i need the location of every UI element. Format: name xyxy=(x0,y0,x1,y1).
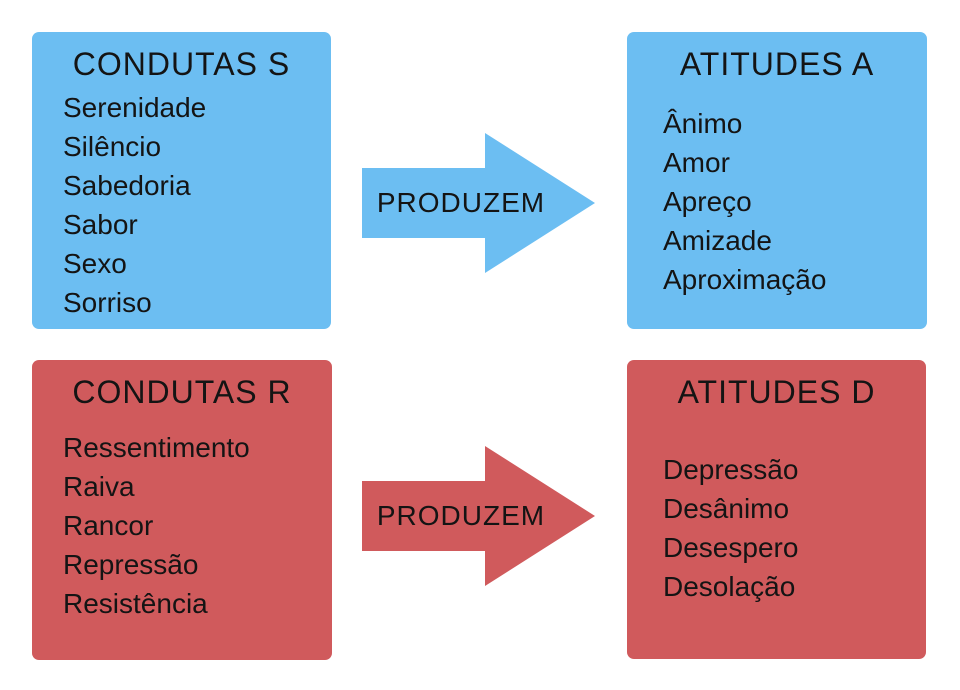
list-item: Sorriso xyxy=(63,287,152,318)
list-item: Desespero xyxy=(663,532,799,563)
arrow-produzem-top: PRODUZEM xyxy=(362,133,595,273)
list-item: Depressão xyxy=(663,454,799,485)
list-item: Rancor xyxy=(63,510,154,541)
list-item: Serenidade xyxy=(63,92,207,123)
arrow-produzem-bottom: PRODUZEM xyxy=(362,446,595,586)
box-atitudes-a-list: Ânimo Amor Apreço Amizade Aproximação xyxy=(627,104,927,299)
list-item: Raiva xyxy=(63,471,135,502)
list-item: Desolação xyxy=(663,571,796,602)
box-condutas-r: CONDUTAS R Ressentimento Raiva Rancor Re… xyxy=(32,360,332,660)
box-condutas-s: CONDUTAS S Serenidade Silêncio Sabedoria… xyxy=(32,32,331,329)
list-item: Silêncio xyxy=(63,131,162,162)
box-atitudes-a: ATITUDES A Ânimo Amor Apreço Amizade Apr… xyxy=(627,32,927,329)
box-atitudes-d-list: Depressão Desânimo Desespero Desolação xyxy=(627,450,926,606)
list-item: Amizade xyxy=(663,225,772,256)
list-item: Resistência xyxy=(63,588,208,619)
list-item: Apreço xyxy=(663,186,752,217)
box-condutas-s-title: CONDUTAS S xyxy=(72,46,291,82)
box-condutas-s-list: Serenidade Silêncio Sabedoria Sabor Sexo… xyxy=(32,88,331,322)
list-item: Desânimo xyxy=(663,493,790,524)
list-item: Ânimo xyxy=(663,108,743,139)
arrow-produzem-bottom-label: PRODUZEM xyxy=(376,500,546,531)
list-item: Repressão xyxy=(63,549,199,580)
list-item: Sabedoria xyxy=(63,170,191,201)
box-atitudes-d: ATITUDES D Depressão Desânimo Desespero … xyxy=(627,360,926,659)
arrow-produzem-top-label: PRODUZEM xyxy=(376,187,546,218)
box-atitudes-d-title: ATITUDES D xyxy=(677,374,876,410)
box-condutas-r-title: CONDUTAS R xyxy=(72,374,292,410)
list-item: Sexo xyxy=(63,248,127,279)
right-arrow-icon xyxy=(362,133,595,273)
right-arrow-icon xyxy=(362,446,595,586)
box-condutas-r-list: Ressentimento Raiva Rancor Repressão Res… xyxy=(32,428,332,623)
list-item: Aproximação xyxy=(663,264,827,295)
list-item: Amor xyxy=(663,147,730,178)
list-item: Ressentimento xyxy=(63,432,250,463)
list-item: Sabor xyxy=(63,209,138,240)
box-atitudes-a-title: ATITUDES A xyxy=(679,46,875,82)
